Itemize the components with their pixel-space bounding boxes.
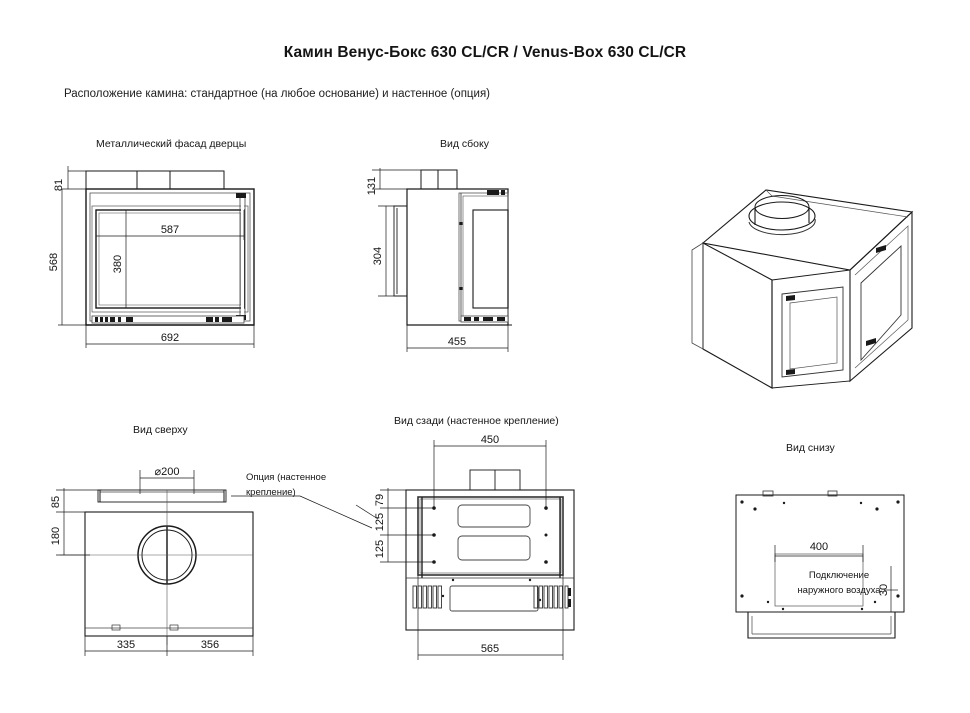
air-inlet-label-line1: Подключение bbox=[808, 570, 870, 581]
top-view bbox=[60, 489, 254, 645]
bottom-view bbox=[735, 490, 905, 639]
dim-rear-125-1: 125 bbox=[374, 513, 386, 531]
front-view-dimensions bbox=[58, 166, 255, 348]
dim-front-587: 587 bbox=[161, 224, 179, 236]
page-title: Камин Венус-Бокс 630 CL/CR / Venus-Box 6… bbox=[283, 44, 687, 61]
rear-view-dimension-labels: 450 79 125 125 565 bbox=[374, 434, 499, 655]
dim-front-692: 692 bbox=[161, 332, 179, 344]
isometric-view bbox=[691, 189, 914, 389]
dim-top-85: 85 bbox=[50, 496, 62, 508]
rear-view bbox=[405, 469, 575, 631]
front-view-dimension-labels: 81 568 587 380 692 bbox=[48, 179, 179, 344]
top-view-dimension-labels: ⌀200 85 180 335 356 bbox=[50, 466, 219, 651]
dim-rear-125-2: 125 bbox=[374, 540, 386, 558]
side-view bbox=[393, 169, 512, 326]
dim-bottom-400: 400 bbox=[810, 541, 828, 553]
dim-rear-450: 450 bbox=[481, 434, 499, 446]
dim-rear-79: 79 bbox=[374, 494, 386, 506]
view-title-top: Вид сверху bbox=[133, 424, 188, 436]
view-title-front: Металлический фасад дверцы bbox=[96, 138, 247, 150]
dim-rear-565: 565 bbox=[481, 643, 499, 655]
air-inlet-label-line2: наружного воздуха bbox=[797, 585, 881, 596]
dim-front-568: 568 bbox=[48, 253, 60, 271]
side-view-dimension-labels: 131 304 455 bbox=[366, 177, 466, 348]
air-inlet-label: Подключение наружного воздуха bbox=[779, 568, 899, 598]
dim-top-335: 335 bbox=[117, 639, 135, 651]
view-title-bottom: Вид снизу bbox=[786, 442, 835, 454]
dim-side-131: 131 bbox=[366, 177, 378, 195]
front-view bbox=[85, 170, 255, 326]
wall-mount-option-callout: Опция (настенное крепление) bbox=[246, 472, 327, 498]
dim-front-81: 81 bbox=[53, 179, 65, 191]
page-subtitle: Расположение камина: стандартное (на люб… bbox=[64, 88, 490, 100]
dim-side-304: 304 bbox=[372, 247, 384, 265]
dim-top-356: 356 bbox=[201, 639, 219, 651]
dim-front-380: 380 bbox=[112, 255, 124, 273]
dim-side-455: 455 bbox=[448, 336, 466, 348]
view-title-rear: Вид сзади (настенное крепление) bbox=[394, 415, 559, 427]
rear-view-dimensions bbox=[355, 440, 564, 660]
dim-top-diameter: ⌀200 bbox=[155, 466, 180, 478]
side-view-dimensions bbox=[372, 168, 509, 352]
view-title-side: Вид сбоку bbox=[440, 138, 489, 150]
dim-top-180: 180 bbox=[50, 527, 62, 545]
